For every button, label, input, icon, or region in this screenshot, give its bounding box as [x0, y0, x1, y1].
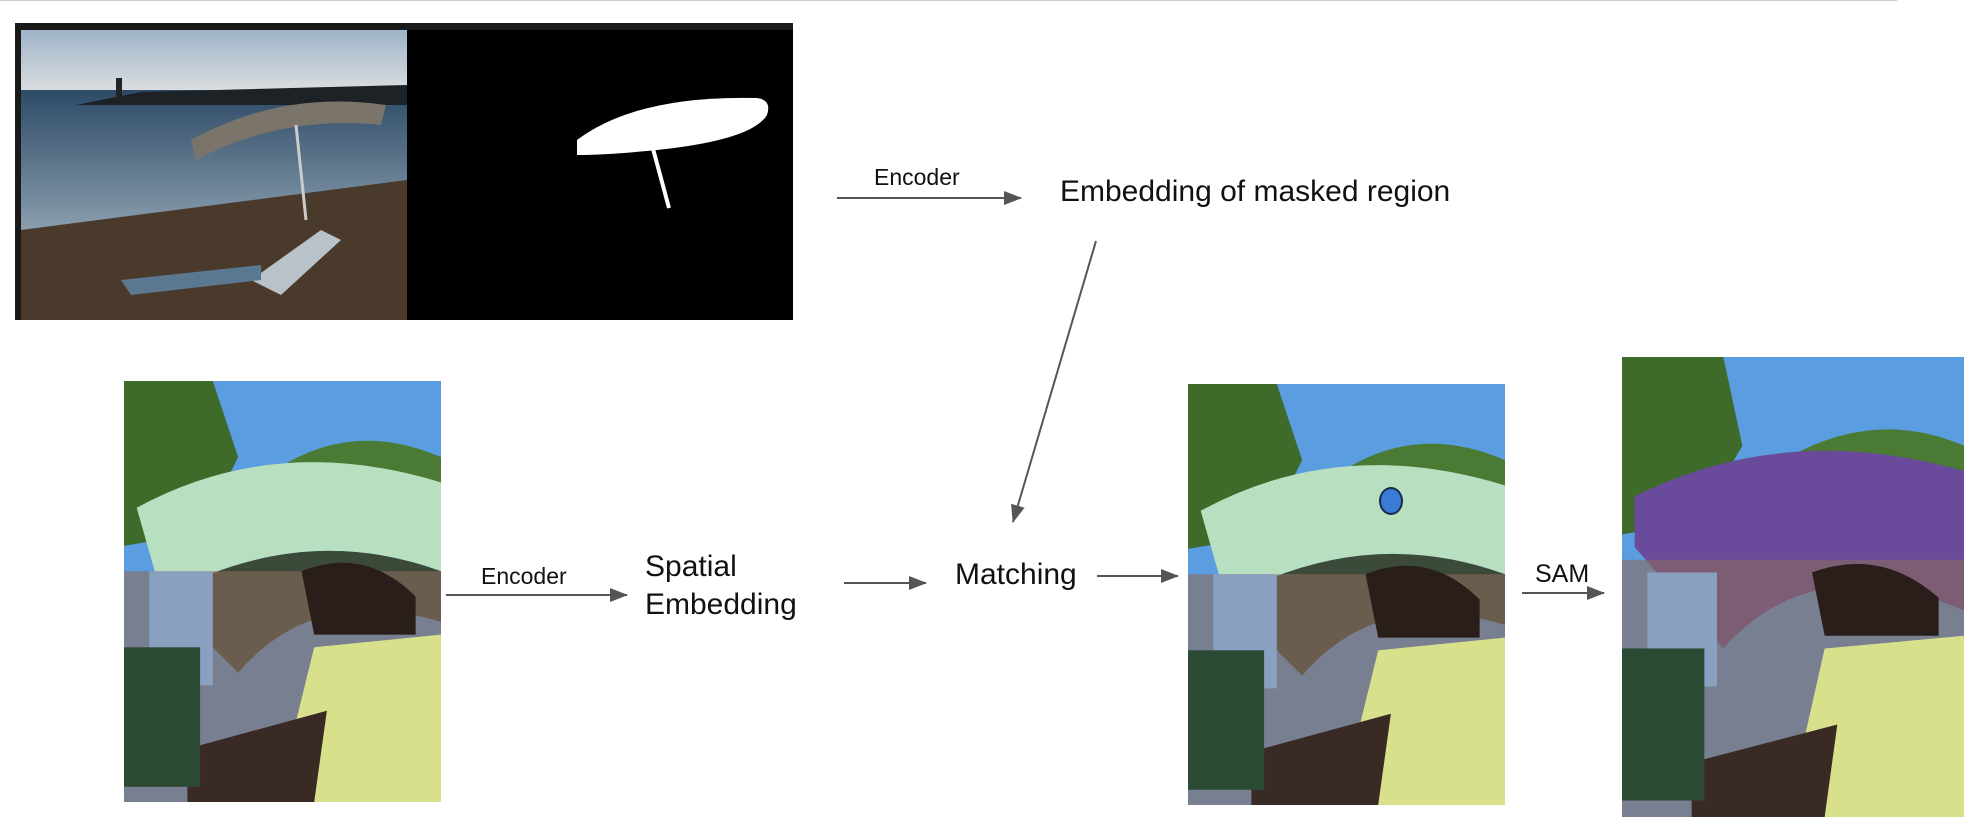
masked-embedding-label: Embedding of masked region: [1060, 175, 1451, 208]
reference-image-pair: [15, 23, 793, 320]
encoder-top-label: Encoder: [874, 164, 960, 190]
top-divider: [0, 0, 1897, 1]
sam-label: SAM: [1535, 560, 1590, 588]
spatial-embedding-label-2: Embedding: [645, 588, 797, 621]
matched-point-image: [1188, 384, 1505, 805]
matched-point-marker: [1379, 487, 1403, 515]
target-image: [124, 381, 441, 802]
matching-label: Matching: [955, 558, 1077, 591]
spatial-embedding-label-1: Spatial: [645, 550, 737, 583]
sam-segmented-image: [1622, 357, 1964, 817]
masked-to-matching-arrow: [1011, 240, 1097, 523]
encoder-bottom-label: Encoder: [481, 563, 567, 589]
reference-beach-photo: [21, 30, 407, 320]
reference-mask: [407, 30, 793, 320]
